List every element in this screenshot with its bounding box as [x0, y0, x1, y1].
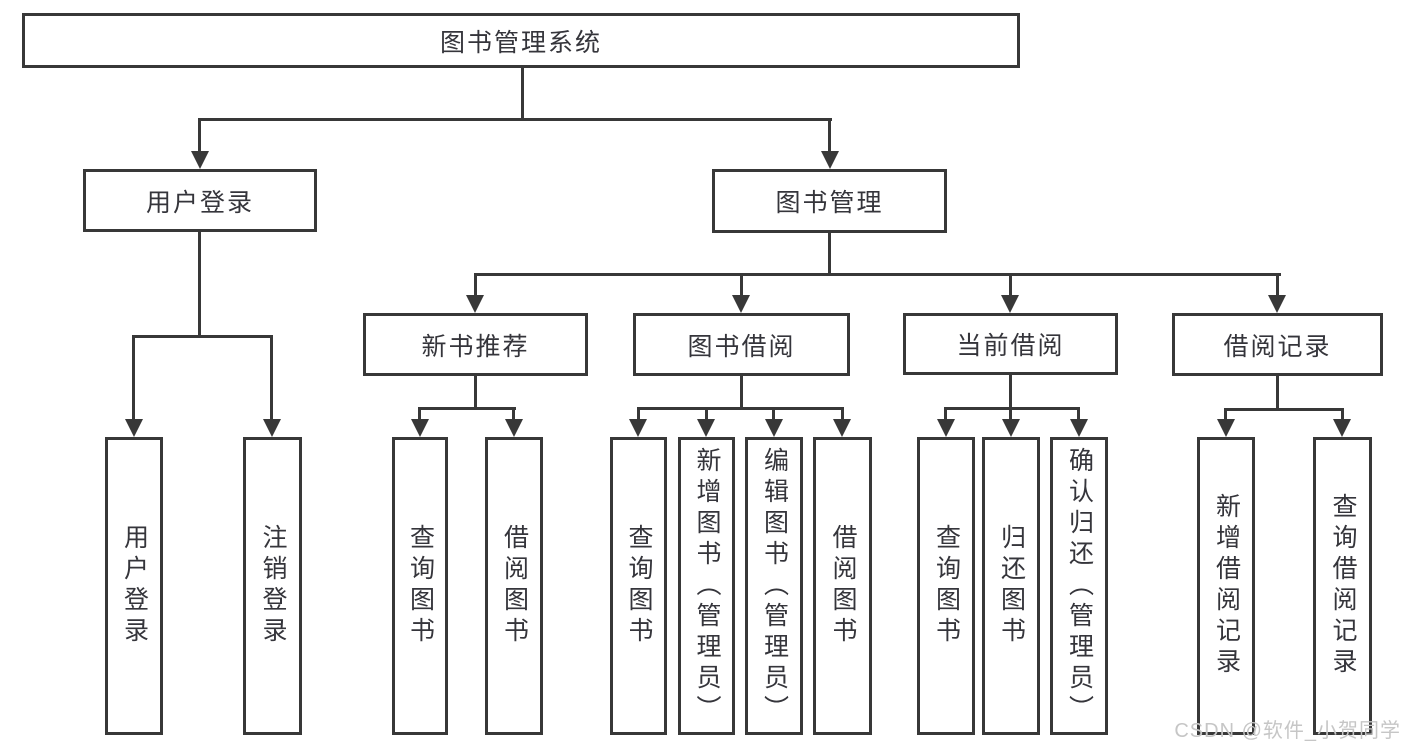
arrow-down-icon [191, 151, 209, 169]
arrow-down-icon [411, 419, 429, 437]
leaf-query-book-2-label: 查询图书 [625, 524, 653, 648]
arrow-down-icon [765, 419, 783, 437]
connector-line [637, 407, 843, 410]
connector-line [198, 118, 832, 121]
connector-line [418, 407, 421, 420]
connector-line [944, 407, 1080, 410]
leaf-borrow-book-1-label: 借阅图书 [500, 524, 529, 648]
connector-line [772, 407, 775, 420]
node-book-mgmt-label: 图书管理 [775, 189, 884, 217]
node-new-book-rec: 新书推荐 [363, 313, 588, 376]
connector-line [1009, 407, 1012, 420]
arrow-down-icon [1268, 295, 1286, 313]
leaf-add-book-label: 新增图书（管理员） [693, 446, 721, 726]
leaf-edit-book: 编辑图书（管理员） [745, 437, 803, 735]
leaf-query-book-3-label: 查询图书 [932, 524, 961, 648]
connector-line [418, 407, 516, 410]
connector-line [841, 407, 844, 420]
leaf-confirm-return-label: 确认归还（管理员） [1065, 446, 1094, 726]
node-current-borrow-label: 当前借阅 [956, 332, 1065, 360]
node-current-borrow: 当前借阅 [903, 313, 1118, 375]
node-new-book-rec-label: 新书推荐 [421, 332, 530, 361]
leaf-return-book-label: 归还图书 [997, 524, 1026, 648]
leaf-query-book-2: 查询图书 [610, 437, 667, 735]
node-root: 图书管理系统 [22, 13, 1020, 68]
leaf-borrow-book-2: 借阅图书 [813, 437, 872, 735]
arrow-down-icon [1070, 419, 1088, 437]
leaf-borrow-book-1: 借阅图书 [485, 437, 543, 735]
arrow-down-icon [937, 419, 955, 437]
leaf-add-record: 新增借阅记录 [1197, 437, 1255, 735]
arrow-down-icon [697, 419, 715, 437]
leaf-edit-book-label: 编辑图书（管理员） [760, 446, 789, 726]
connector-line [828, 233, 831, 273]
connector-line [198, 231, 201, 335]
connector-line [270, 335, 273, 420]
leaf-query-record: 查询借阅记录 [1313, 437, 1372, 735]
arrow-down-icon [1217, 419, 1235, 437]
connector-line [474, 273, 477, 296]
node-borrow-record-label: 借阅记录 [1223, 332, 1332, 361]
arrow-down-icon [732, 295, 750, 313]
leaf-return-book: 归还图书 [982, 437, 1040, 735]
arrow-down-icon [833, 419, 851, 437]
connector-line [132, 335, 273, 338]
connector-line [132, 335, 135, 420]
connector-line [1276, 273, 1279, 296]
connector-line [740, 273, 743, 296]
connector-line [198, 118, 201, 152]
arrow-down-icon [1002, 419, 1020, 437]
leaf-user-login-label: 用户登录 [120, 524, 149, 648]
leaf-add-record-label: 新增借阅记录 [1212, 493, 1241, 679]
node-borrow-record: 借阅记录 [1172, 313, 1383, 376]
arrow-down-icon [821, 151, 839, 169]
arrow-down-icon [1001, 295, 1019, 313]
leaf-logout-label: 注销登录 [259, 524, 287, 648]
leaf-query-book-1-label: 查询图书 [406, 524, 435, 648]
connector-line [1009, 375, 1012, 407]
node-user-login: 用户登录 [83, 169, 317, 232]
arrow-down-icon [263, 419, 281, 437]
node-book-borrow: 图书借阅 [633, 313, 850, 376]
leaf-user-login: 用户登录 [105, 437, 163, 735]
leaf-query-book-3: 查询图书 [917, 437, 975, 735]
connector-line [637, 407, 640, 420]
node-root-label: 图书管理系统 [439, 28, 602, 57]
connector-line [1224, 408, 1227, 420]
leaf-confirm-return: 确认归还（管理员） [1050, 437, 1108, 735]
connector-line [1341, 408, 1344, 420]
csdn-watermark: CSDN @软件_小贺同学 [1174, 720, 1401, 742]
connector-line [944, 407, 947, 420]
leaf-borrow-book-2-label: 借阅图书 [829, 524, 857, 648]
connector-line [1224, 408, 1343, 411]
node-book-borrow-label: 图书借阅 [687, 332, 796, 361]
connector-line [1009, 273, 1012, 296]
arrow-down-icon [505, 419, 523, 437]
leaf-query-book-1: 查询图书 [392, 437, 448, 735]
leaf-logout: 注销登录 [243, 437, 302, 735]
connector-line [1276, 376, 1279, 408]
connector-line [521, 68, 524, 118]
node-user-login-label: 用户登录 [145, 188, 254, 217]
connector-line [740, 376, 743, 407]
connector-line [828, 118, 831, 152]
connector-line [1077, 407, 1080, 420]
arrow-down-icon [629, 419, 647, 437]
connector-line [512, 407, 515, 420]
leaf-add-book: 新增图书（管理员） [678, 437, 735, 735]
node-book-mgmt: 图书管理 [712, 169, 947, 233]
arrow-down-icon [466, 295, 484, 313]
connector-line [705, 407, 708, 420]
connector-line [474, 273, 1281, 276]
arrow-down-icon [1333, 419, 1351, 437]
connector-line [474, 376, 477, 407]
leaf-query-record-label: 查询借阅记录 [1329, 493, 1357, 679]
arrow-down-icon [125, 419, 143, 437]
